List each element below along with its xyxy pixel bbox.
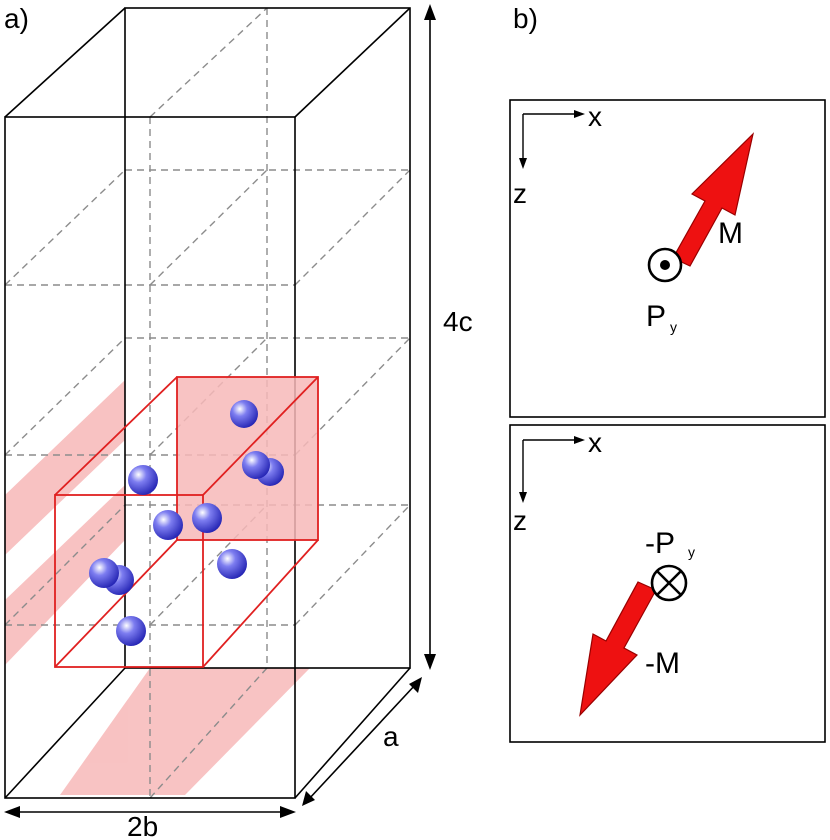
moment-arrow [672, 132, 755, 267]
frame-top: x z M P y [509, 99, 826, 418]
stripe-left-lower [5, 485, 125, 665]
panel-b-label: b) [513, 3, 538, 34]
unit-cell-edges [4, 7, 411, 799]
polarization-subscript: y [688, 544, 695, 560]
axis-x-label: x [588, 427, 602, 458]
polarization-subscript: y [670, 319, 677, 335]
moment-label: M [718, 217, 743, 250]
atom [128, 465, 158, 495]
atom [230, 400, 258, 428]
highlight-stripes [5, 380, 310, 795]
axis-x-label: x [588, 101, 602, 132]
dot-center [660, 260, 670, 270]
atom [116, 616, 146, 646]
moment-arrow [579, 581, 657, 717]
axes-top [519, 110, 585, 169]
frame-bottom-border [509, 424, 826, 743]
axis-z-label: z [513, 178, 527, 209]
axis-z-label: z [513, 505, 527, 536]
moment-label: -M [645, 647, 680, 680]
dimension-label-width: 2b [127, 811, 158, 840]
panel-a-label: a) [4, 3, 29, 34]
stripe-bottom [60, 668, 310, 795]
atom [192, 503, 222, 533]
grid-dashed-lines [4, 7, 411, 799]
polarization-label: P [646, 300, 666, 333]
dimension-label-depth: a [383, 721, 399, 752]
panel-a: a) [4, 3, 473, 840]
atom [89, 558, 119, 588]
atom [242, 451, 270, 479]
atom [217, 549, 247, 579]
frame-top-border [509, 99, 826, 418]
stripe-left-upper [5, 380, 125, 555]
dimension-label-height: 4c [443, 306, 473, 337]
atom [153, 510, 183, 540]
atoms [89, 400, 284, 646]
dimension-arrows [4, 4, 436, 818]
axes-bottom [519, 436, 585, 503]
polarization-label: -P [645, 527, 675, 560]
panel-b: b) x z M P y [509, 3, 826, 743]
frame-bottom: x z -M -P y [509, 424, 826, 743]
